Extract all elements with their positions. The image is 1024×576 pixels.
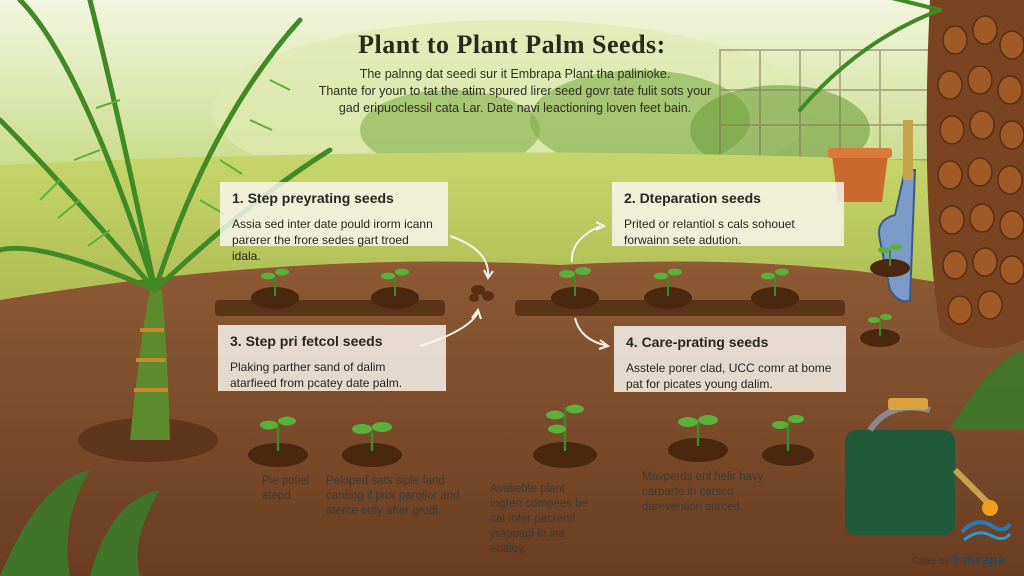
logo-prefix: Cater by: [912, 556, 950, 567]
step-card-3: 3. Step pri fetcol seeds Plaking parther…: [218, 325, 446, 391]
logo-caption: Cater by Emrapa: [912, 552, 1005, 569]
intro-text: The palnng dat seedi sur it Embrapa Plan…: [300, 66, 730, 117]
step-heading: 3. Step pri fetcol seeds: [230, 333, 383, 349]
caption-2: Peloped sats siple fand carding il pror …: [326, 475, 460, 517]
step-body: Prited or relantiol s cals sohouet forwa…: [624, 217, 795, 247]
page-title: Plant to Plant Palm Seeds:: [358, 30, 666, 59]
caption-4: Mavperds enl helir havy carparte in cars…: [642, 471, 764, 513]
intro-line-2: Thante for youn to tat the atim spured l…: [318, 84, 712, 98]
intro-line-3: gad eripuoclessil cata Lar. Date navi le…: [338, 101, 692, 115]
step-heading: 4. Care-prating seeds: [626, 334, 769, 350]
step-card-4: 4. Care-prating seeds Asstele porer clad…: [614, 326, 846, 392]
sun-wave-icon: [960, 500, 1012, 542]
step-heading: 2. Dteparation seeds: [624, 190, 761, 206]
step-body: Assia sed inter date pould irorm icann p…: [232, 217, 433, 263]
step-card-1: 1. Step preyrating seeds Assia sed inter…: [220, 182, 448, 263]
caption-1: Pie potiel atepd: [262, 475, 310, 502]
step-heading: 1. Step preyrating seeds: [232, 190, 394, 206]
step-body: Asstele porer clad, UCC comr at bome pat…: [626, 361, 832, 391]
caption-3: Avaliebte plant ingren compees be cat in…: [490, 483, 588, 555]
brand-logo: Cater by Emrapa: [912, 496, 1018, 570]
step-card-2: 2. Dteparation seeds Prited or relantiol…: [612, 182, 844, 247]
seedling-row: [251, 244, 910, 347]
intro-line-1: The palnng dat seedi sur it Embrapa Plan…: [359, 67, 671, 81]
logo-name: Emrapa: [952, 552, 1006, 568]
step-body: Plaking parther sand of dalim atarfieed …: [230, 360, 403, 390]
